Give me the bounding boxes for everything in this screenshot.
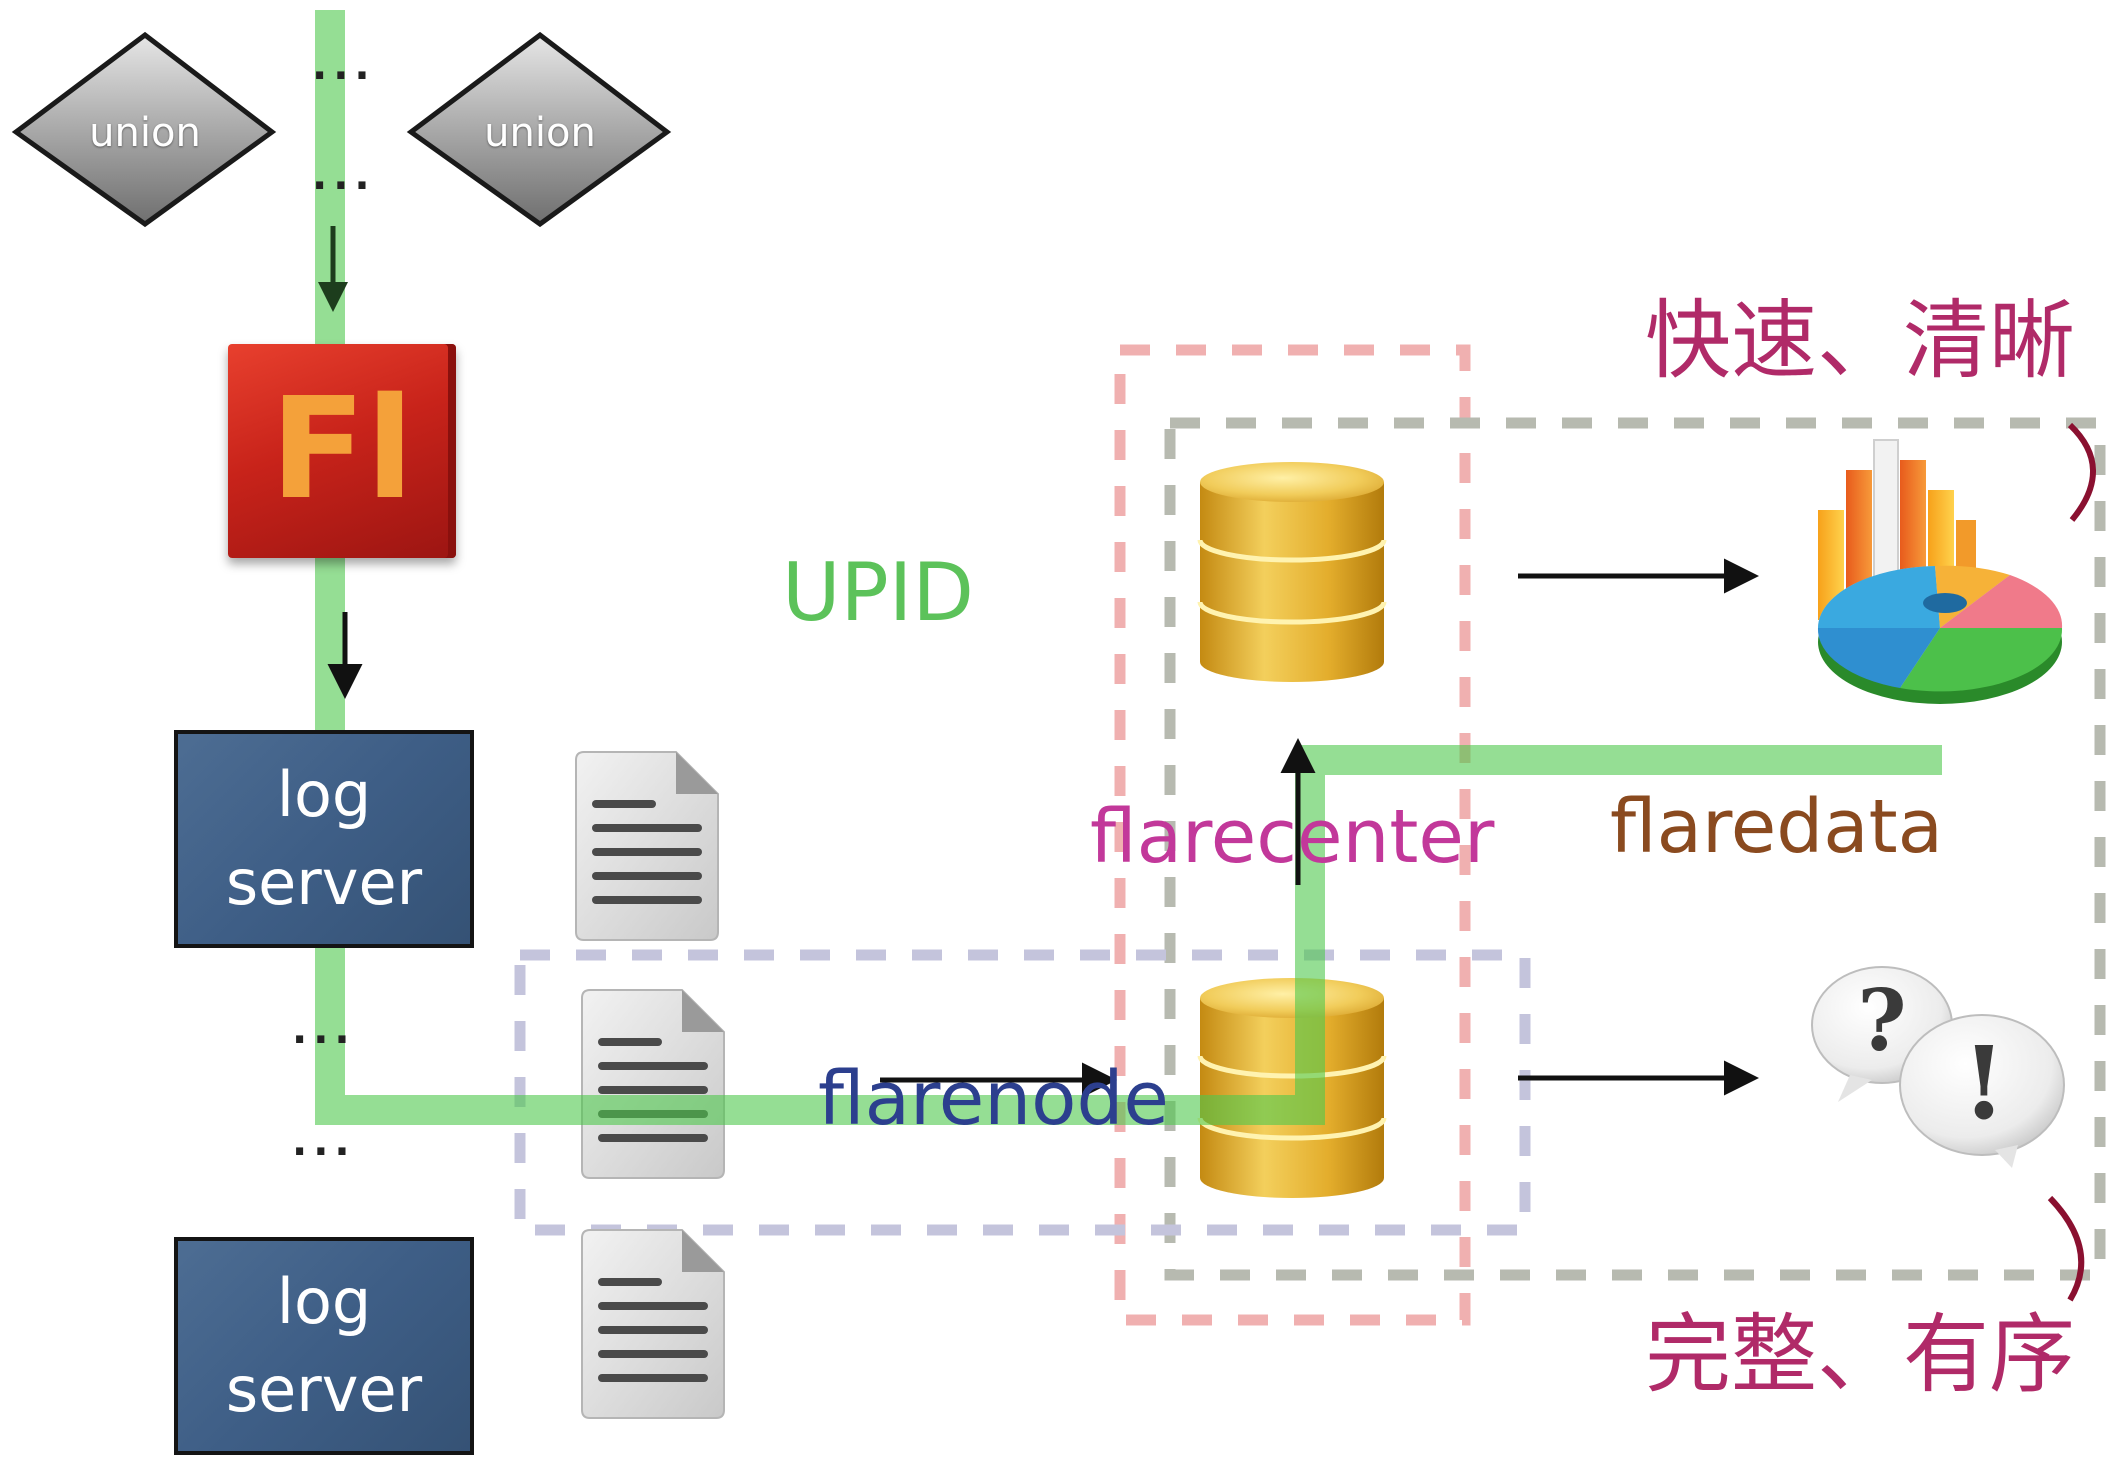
log-server-1-line2: server — [225, 846, 423, 919]
database-icon-flarecenter — [1197, 462, 1387, 682]
log-server-2-line2: server — [225, 1353, 423, 1426]
question-exclamation-bubbles-icon: ? ! — [1811, 966, 2065, 1168]
union-label-2: union — [484, 110, 596, 156]
ellipsis-1: ... — [312, 43, 376, 89]
upid-flow-path — [315, 10, 1942, 1125]
bar-pie-chart-icon — [1817, 439, 2063, 704]
svg-text:!: ! — [1962, 1024, 2006, 1142]
document-icon-2 — [581, 989, 725, 1179]
bracket-top — [2067, 422, 2096, 522]
svg-text:?: ? — [1857, 971, 1906, 1070]
log-server-2: log server — [174, 1237, 474, 1455]
ellipsis-3: ... — [292, 1007, 356, 1053]
union-label-1: union — [89, 110, 201, 156]
database-icon-flarenode — [1197, 978, 1387, 1198]
flash-icon-label: Fl — [270, 368, 414, 531]
document-icon-3 — [581, 1229, 725, 1419]
log-server-1: log server — [174, 730, 474, 948]
log-server-1-line1: log — [276, 758, 372, 831]
log-server-2-line1: log — [276, 1265, 372, 1338]
flarenode-label: flarenode — [818, 1056, 1169, 1142]
flarecenter-label: flarecenter — [1090, 794, 1495, 880]
flash-icon: Fl — [228, 344, 456, 558]
flarenode-region-border — [514, 949, 1531, 1236]
top-right-caption: 快速、清晰 — [1645, 291, 2075, 391]
document-icon-1 — [575, 751, 719, 941]
ellipsis-4: ... — [292, 1119, 356, 1165]
output-region-border — [1164, 417, 2106, 1281]
upid-label: UPID — [782, 546, 974, 639]
bottom-right-caption: 完整、有序 — [1645, 1305, 2075, 1405]
flaredata-label: flaredata — [1610, 784, 1943, 870]
bracket-bottom — [2047, 1195, 2085, 1302]
flarecenter-region-border — [1114, 344, 1471, 1326]
ellipsis-2: ... — [312, 153, 376, 199]
